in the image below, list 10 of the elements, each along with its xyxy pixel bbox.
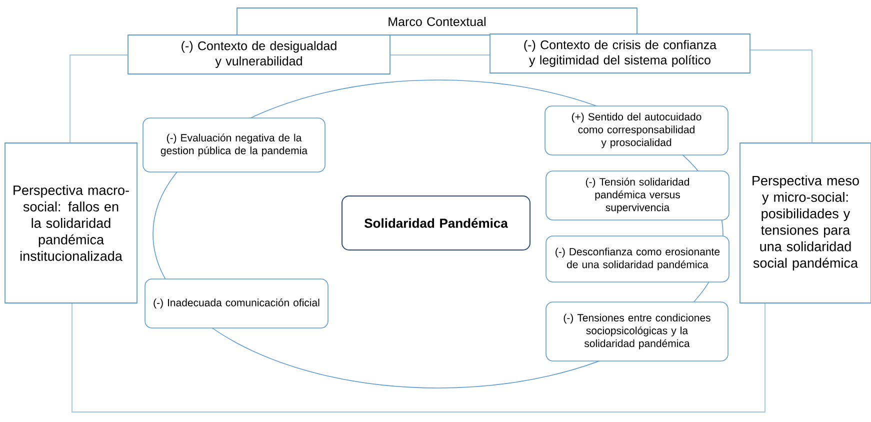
text-box: (-) Contexto de desigualdad y vulnerabilidad bbox=[128, 34, 390, 74]
connector-line bbox=[72, 303, 766, 412]
text-box: (-) Contexto de crisis de confianza y legitimidad del sistema político bbox=[490, 34, 750, 74]
connector-line bbox=[750, 50, 812, 143]
text-box: Marco Contextual bbox=[236, 8, 638, 36]
central-box: Solidaridad Pandémica bbox=[342, 196, 530, 250]
text-box: Perspectiva meso y micro-social: posibilidades y tensiones para una solidaridad social pandémica bbox=[740, 142, 871, 304]
text-box: Perspectiva macro-social: fallos en la solidaridad pandémica institucionalizada bbox=[4, 142, 138, 304]
connector-line bbox=[70, 54, 128, 143]
connector-line bbox=[390, 54, 490, 56]
